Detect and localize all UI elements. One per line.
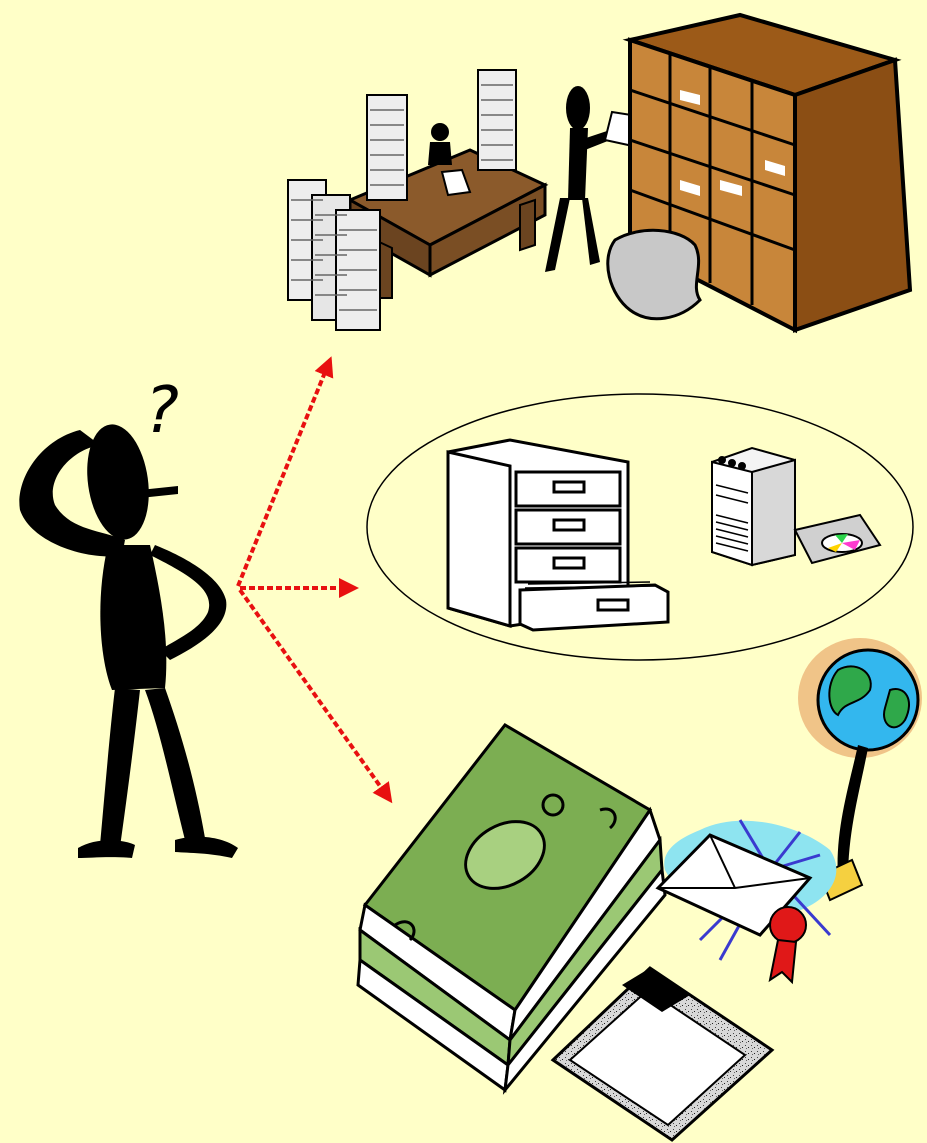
question-mark: ? <box>145 374 179 448</box>
computer-tower-icon <box>712 448 795 565</box>
